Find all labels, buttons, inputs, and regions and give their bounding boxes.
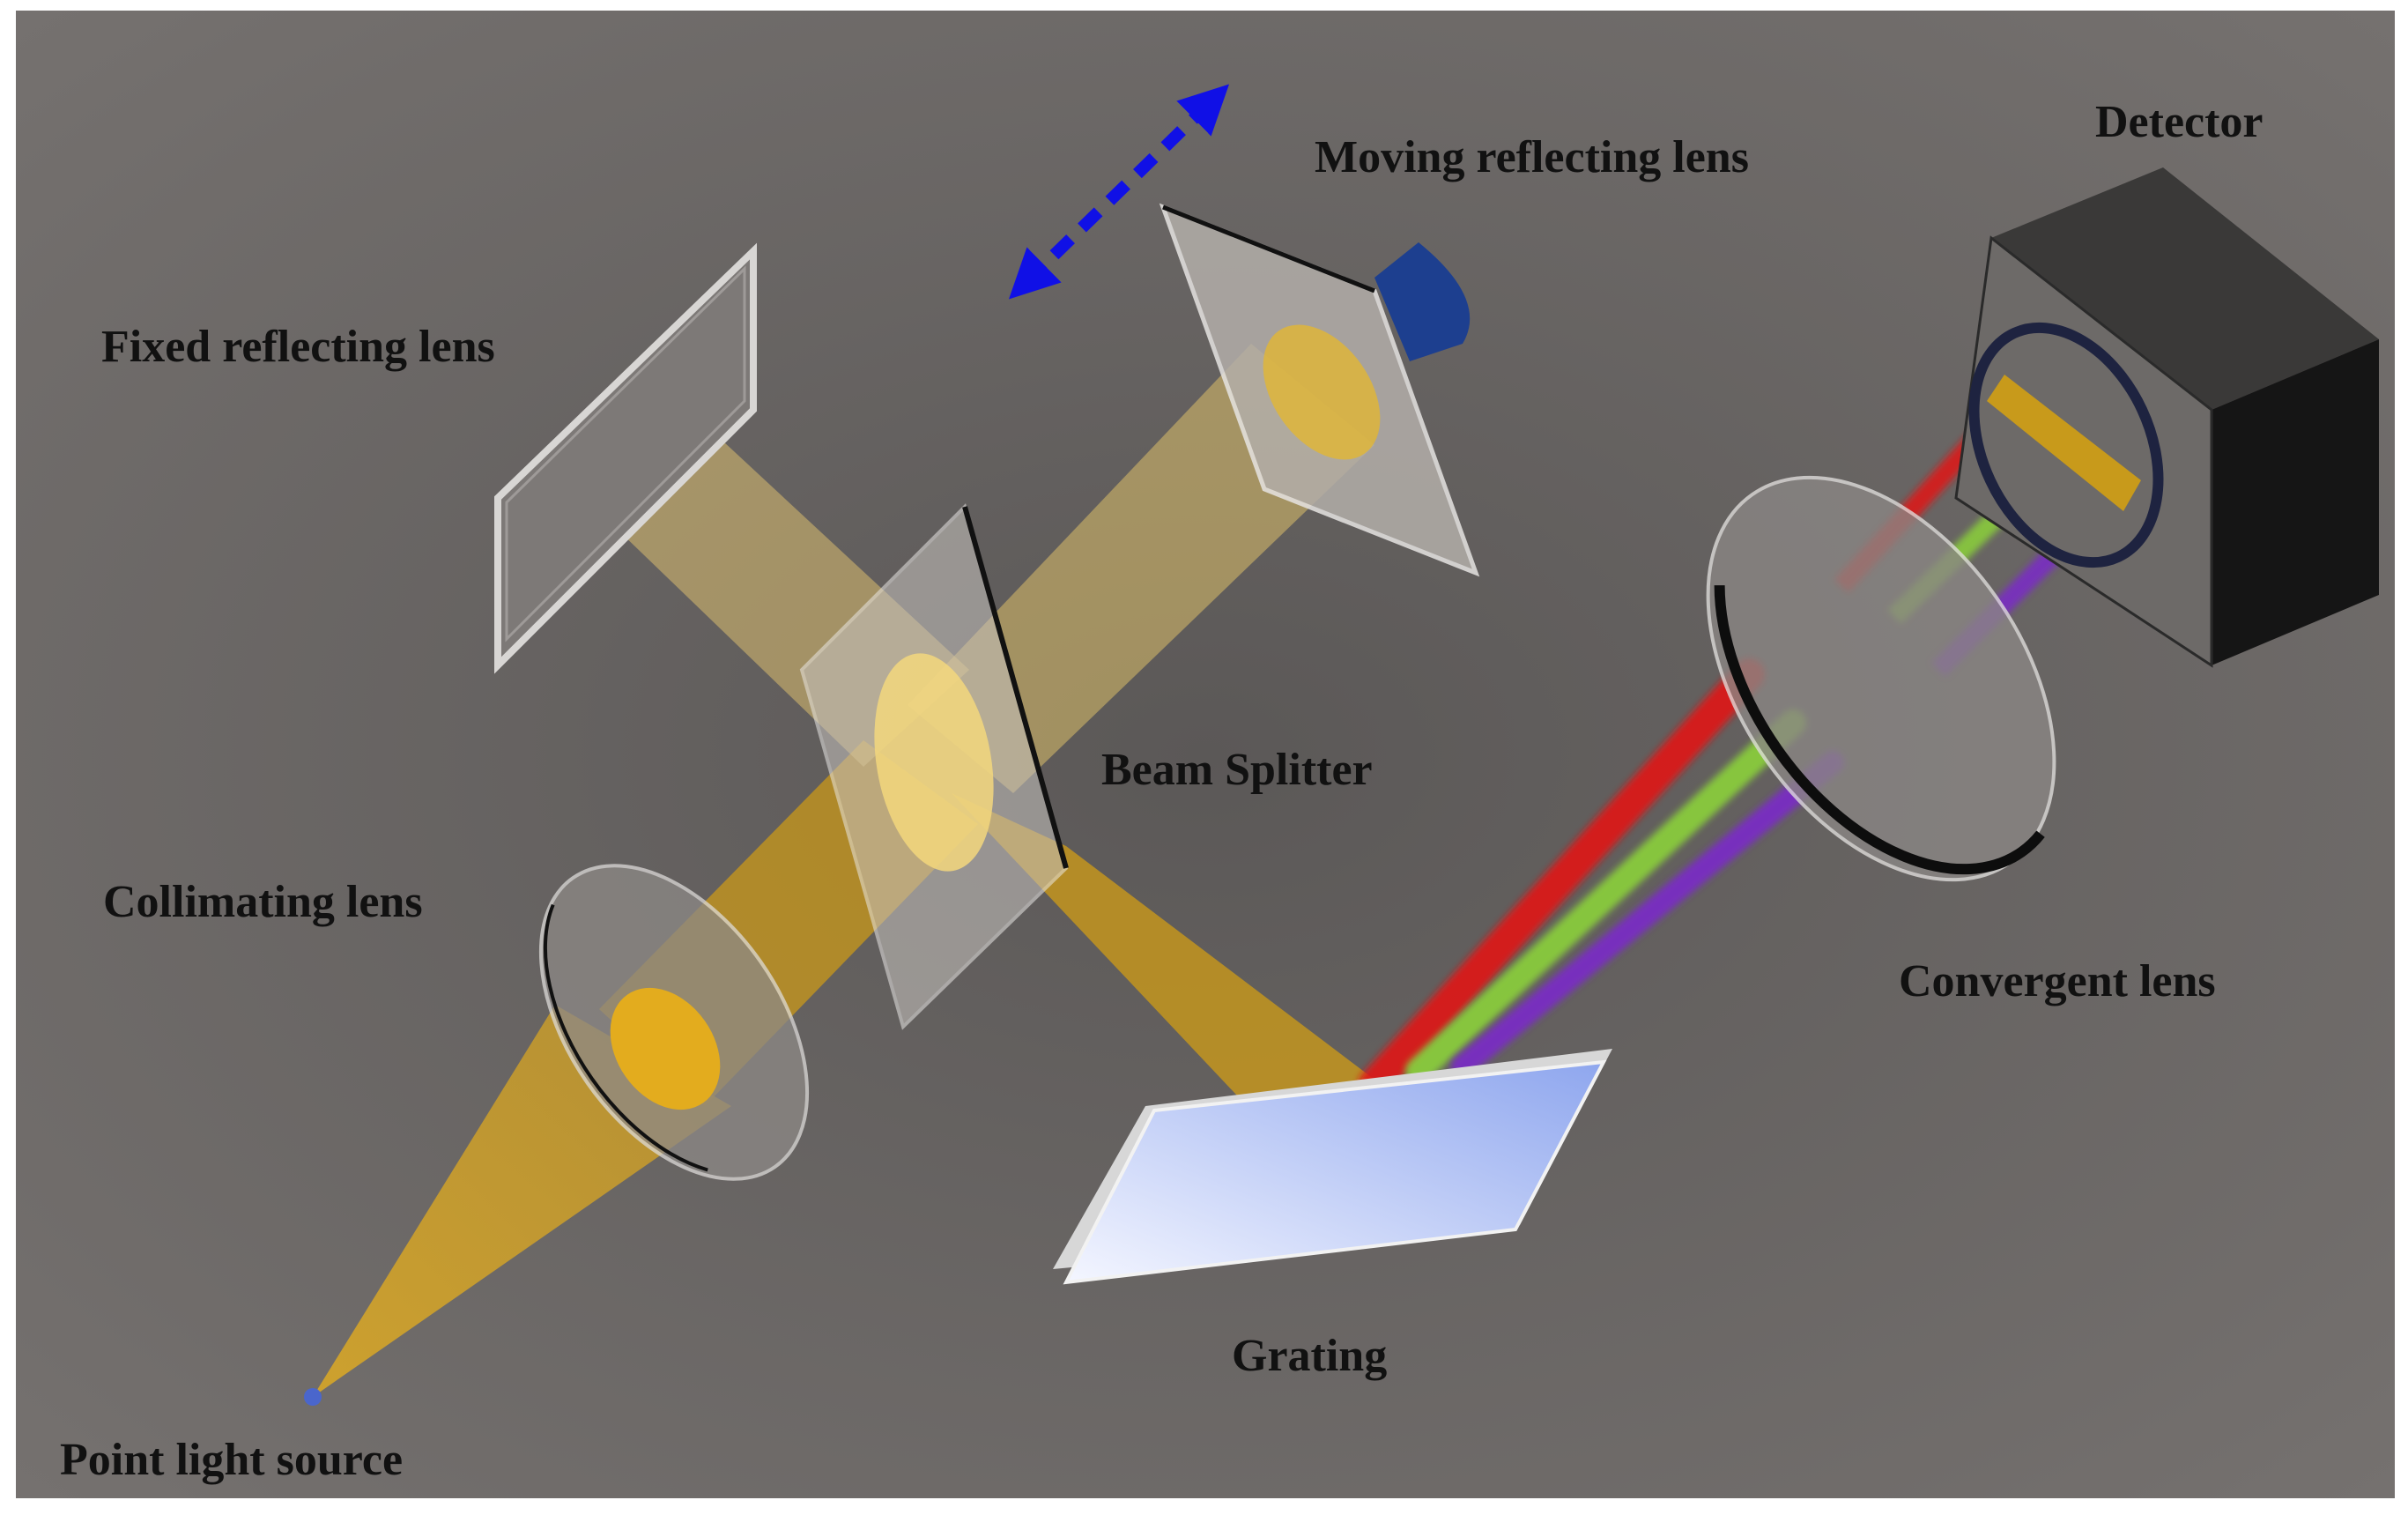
label-fixed-reflecting-lens: Fixed reflecting lens <box>101 322 495 372</box>
label-grating: Grating <box>1232 1331 1387 1381</box>
convergent-lens <box>1706 461 2071 882</box>
label-detector: Detector <box>2095 97 2264 147</box>
fixed-reflecting-lens <box>494 242 757 674</box>
grating <box>1053 1049 1612 1285</box>
collimating-lens <box>538 859 814 1181</box>
label-convergent-lens: Convergent lens <box>1899 956 2216 1006</box>
moving-reflecting-lens <box>1159 203 1480 577</box>
beam-splitter <box>799 503 1069 1030</box>
spectrum-strip <box>1987 375 2141 511</box>
green-ray <box>1405 709 1806 1084</box>
detector-aperture <box>1968 322 2164 568</box>
motion-arrow <box>1008 84 1230 300</box>
red-ray <box>1359 658 1765 1100</box>
label-beam-splitter: Beam Splitter <box>1101 745 1373 795</box>
label-collimating-lens: Collimating lens <box>103 877 423 927</box>
violet-ray <box>1451 751 1844 1078</box>
label-moving-reflecting-lens: Moving reflecting lens <box>1315 132 1749 182</box>
point-light-source <box>304 1388 322 1406</box>
detector <box>1954 167 2379 668</box>
label-point-light-source: Point light source <box>60 1435 403 1485</box>
